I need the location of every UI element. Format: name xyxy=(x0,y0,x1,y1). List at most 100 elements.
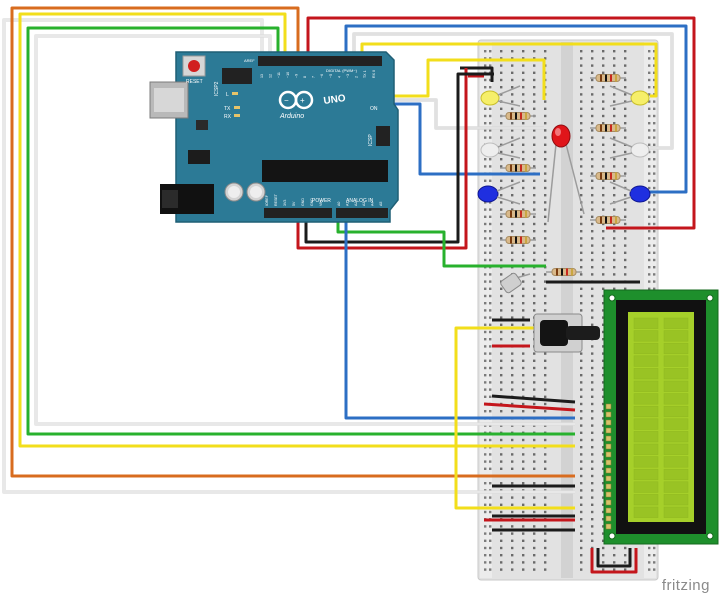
svg-text:+: + xyxy=(300,96,305,105)
tx-led xyxy=(234,106,240,109)
resistors xyxy=(500,74,626,276)
pin-label: ~10 xyxy=(286,72,290,78)
pin-label: VIN xyxy=(319,200,323,206)
wire-black-top xyxy=(460,66,494,82)
power-header xyxy=(264,208,332,218)
wire-red-bottom-loop xyxy=(590,548,638,574)
pin-label: 8 xyxy=(303,76,307,78)
led-blue-right xyxy=(609,181,651,205)
wire-yellow-lcd xyxy=(454,326,575,510)
capacitor-2-top xyxy=(250,186,262,198)
pin-label: ~11 xyxy=(277,72,281,78)
usb-connector-inner xyxy=(154,88,184,112)
pin-label: ~3 xyxy=(346,74,350,78)
lcd-mount-hole-1 xyxy=(608,294,616,302)
l-label: L xyxy=(226,92,229,98)
pin-label: ~9 xyxy=(294,74,298,78)
power-jack-inner xyxy=(162,190,178,208)
arduino-logo: − + Arduino xyxy=(278,90,314,120)
resistor xyxy=(590,216,626,224)
potentiometer xyxy=(533,313,600,353)
pin-label: TX 1 xyxy=(363,70,367,78)
pin-label: IOREF xyxy=(265,194,269,206)
uno-label: UNO xyxy=(323,93,347,107)
pin-label: 12 xyxy=(269,74,273,78)
resistor xyxy=(500,112,536,120)
svg-text:−: − xyxy=(284,96,289,105)
lcd-mount-hole-2 xyxy=(706,294,714,302)
pin-label: 2 xyxy=(355,76,359,78)
led-yellow-right xyxy=(609,85,650,107)
wire-red-top xyxy=(306,16,696,230)
icsp2-header xyxy=(222,68,252,84)
small-chip xyxy=(196,120,208,130)
icsp-label: ICSP xyxy=(368,134,374,146)
wire-white-top-edge xyxy=(352,32,674,150)
icsp-header xyxy=(376,126,390,146)
resistor xyxy=(500,236,536,244)
resistor xyxy=(590,124,626,132)
pin-label: GND xyxy=(301,198,305,206)
wire-red-5v xyxy=(296,68,468,250)
pin-label: A5 xyxy=(379,202,383,206)
wire-black-bottom-loop xyxy=(596,548,632,568)
wire-white-outer-edge xyxy=(2,18,575,494)
on-label: ON xyxy=(370,106,378,112)
power-label: POWER xyxy=(312,198,331,204)
wire-yellow-outer xyxy=(18,12,575,448)
digital-label: DIGITAL (PWM~) xyxy=(326,68,358,73)
pin-label: GND xyxy=(310,198,314,206)
wire-black-gnd xyxy=(304,72,494,244)
wire-white-inner-edge xyxy=(34,34,575,426)
wire-blue-a1 xyxy=(344,214,575,420)
led-white-left xyxy=(480,137,521,159)
pin-label: 7 xyxy=(312,76,316,78)
pin-label: RESET xyxy=(274,193,278,206)
atmega-chip xyxy=(262,160,388,182)
lcd-cells xyxy=(633,317,689,518)
resistor xyxy=(500,210,536,218)
led-yellow-left xyxy=(480,85,521,107)
wire-green-a0 xyxy=(336,214,546,268)
tx-label: TX xyxy=(224,106,231,112)
tilt-switch xyxy=(500,272,531,294)
icsp2-label: ICSP2 xyxy=(214,81,220,96)
pin-label: ~6 xyxy=(320,74,324,78)
pin-label: A1 xyxy=(345,202,349,206)
lcd-pins xyxy=(605,403,612,530)
wire-white-top xyxy=(352,32,674,150)
voltage-regulator xyxy=(188,150,210,164)
pin-label: A4 xyxy=(371,202,375,206)
l-led xyxy=(232,92,238,95)
pin-label: 5V xyxy=(292,201,296,206)
arduino-brand: Arduino xyxy=(279,113,304,120)
lcd-mount-hole-4 xyxy=(706,532,714,540)
led-red-center xyxy=(547,124,585,223)
wire-red-bottom xyxy=(483,402,576,412)
analog-header xyxy=(336,208,388,218)
wire-white-outer xyxy=(2,18,575,494)
wires xyxy=(2,6,696,574)
wire-blue-top xyxy=(344,24,688,194)
led-blue-left xyxy=(477,181,521,205)
aref-label: AREF xyxy=(244,58,255,63)
leds xyxy=(477,85,651,223)
analog-label: ANALOG IN xyxy=(346,198,374,204)
pin-label: 4 xyxy=(337,76,341,78)
resistor xyxy=(546,268,582,276)
pin-label: A3 xyxy=(362,202,366,206)
breadboard-center-channel xyxy=(561,42,573,578)
reset-button xyxy=(188,60,200,72)
resistor xyxy=(590,172,626,180)
lcd-16x2 xyxy=(603,289,719,545)
led-white-right xyxy=(609,137,650,159)
pin-label: ~5 xyxy=(329,74,333,78)
resistor xyxy=(590,74,626,82)
pin-label: 13 xyxy=(260,74,264,78)
wire-orange-outer xyxy=(10,6,575,478)
